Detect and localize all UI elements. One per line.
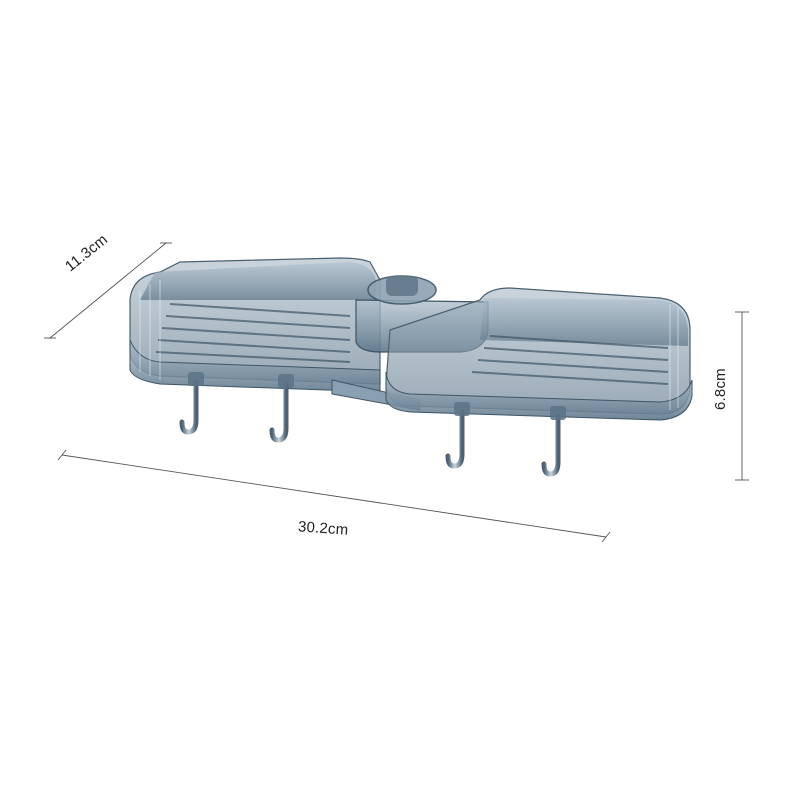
hooks xyxy=(179,379,561,477)
hook-4-icon xyxy=(541,413,561,477)
left-tray xyxy=(129,257,381,393)
height-dimension-line xyxy=(735,311,749,481)
hook-1-icon xyxy=(179,379,199,435)
height-label: 6.8cm xyxy=(712,368,729,410)
width-label: 30.2cm xyxy=(297,518,349,539)
hook-2-icon xyxy=(269,381,289,443)
width-dimension-line xyxy=(57,449,611,543)
depth-dimension-line xyxy=(44,242,172,339)
hook-3-icon xyxy=(445,409,465,469)
